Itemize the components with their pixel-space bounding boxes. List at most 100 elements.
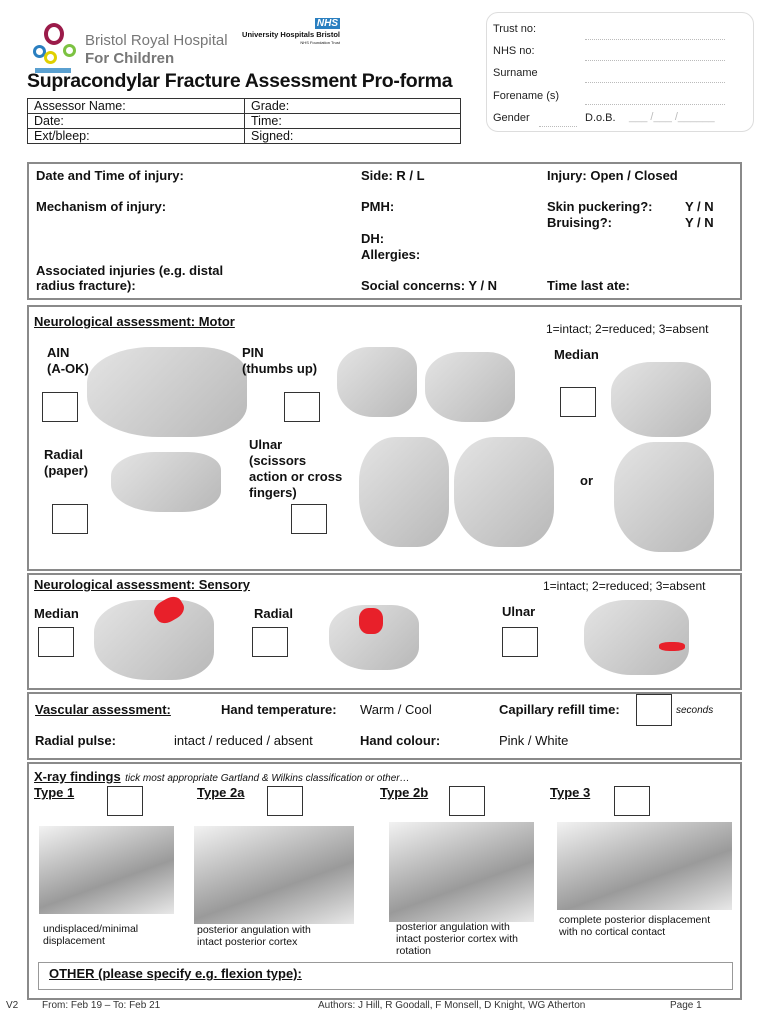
- xray-types-3-desc: complete posterior displacement with no …: [559, 914, 711, 938]
- assessor-table: Assessor Name:Grade: Date:Time: Ext/blee…: [27, 98, 461, 144]
- injury-skin: Skin puckering?:: [547, 199, 653, 214]
- patient-surname: Surname: [493, 67, 538, 79]
- radial-paper-hand-image: [111, 452, 221, 512]
- footer-dates: From: Feb 19 – To: Feb 21: [42, 1000, 161, 1011]
- median-sensory-score-box[interactable]: [38, 627, 74, 657]
- injury-side: Side: R / L: [361, 168, 425, 183]
- median-fist-image: [611, 362, 711, 437]
- median-motor-score-box[interactable]: [560, 387, 596, 417]
- ulnar-cross-fingers-hand-image: [454, 437, 554, 547]
- vascular-radial_opts: intact / reduced / absent: [174, 733, 313, 748]
- motor-median: Median: [554, 347, 599, 362]
- sensory-ulnar: Ulnar: [502, 604, 536, 619]
- xray-findings-section: X-ray findings tick most appropriate Gar…: [27, 762, 742, 1000]
- radial-sensory-area: [359, 608, 383, 634]
- vascular-hand_temp_opts: Warm / Cool: [360, 702, 432, 717]
- motor-ulnar2: (scissors: [249, 453, 307, 468]
- sensory-radial: Radial: [254, 606, 294, 621]
- xray-subtitle: tick most appropriate Gartland & Wilkins…: [125, 773, 410, 784]
- patient-trust_no: Trust no:: [493, 23, 536, 35]
- vascular-hand_temp: Hand temperature:: [221, 702, 337, 717]
- injury-bruising: Bruising?:: [547, 215, 612, 230]
- header-hospital_line2: For Children: [85, 50, 175, 67]
- vascular-title: Vascular assessment:: [35, 702, 171, 717]
- type-2a-checkbox[interactable]: [267, 786, 303, 816]
- header-nhs_badge: NHS: [314, 18, 340, 29]
- motor-assessment-section: Neurological assessment: Motor 1=intact;…: [27, 305, 742, 571]
- motor-ain1: AIN: [47, 345, 70, 360]
- capillary-refill-input[interactable]: [636, 694, 672, 726]
- pin-hand-image-2: [425, 352, 515, 422]
- motor-scale: 1=intact; 2=reduced; 3=absent: [546, 322, 709, 336]
- assessor-time[interactable]: Time:: [244, 113, 461, 129]
- ulnar-scissors-hand-image: [359, 437, 449, 547]
- header-hospital_line1: Bristol Royal Hospital: [85, 32, 228, 49]
- injury-date_time: Date and Time of injury:: [36, 168, 184, 183]
- assessor-date[interactable]: Date:: [27, 113, 245, 129]
- ain-hand-image: [87, 347, 247, 437]
- assessor-name[interactable]: Assessor Name:: [27, 98, 245, 114]
- radial-motor-score-box[interactable]: [52, 504, 88, 534]
- xray-types-0-label: Type 1: [34, 785, 75, 800]
- type-3-xray-image: [557, 822, 732, 910]
- sensory-median: Median: [34, 606, 79, 621]
- injury-section: Date and Time of injury: Side: R / L Inj…: [27, 162, 742, 300]
- ulnar-motor-score-box[interactable]: [291, 504, 327, 534]
- injury-last_ate: Time last ate:: [547, 278, 630, 293]
- type-2a-xray-image: [194, 826, 354, 924]
- vascular-hand_colour: Hand colour:: [360, 733, 441, 748]
- other-input-box[interactable]: OTHER (please specify e.g. flexion type)…: [38, 962, 733, 990]
- patient-details-box: Trust no: NHS no: Surname Forename (s) G…: [486, 12, 754, 132]
- sensory-scale: 1=intact; 2=reduced; 3=absent: [543, 579, 706, 593]
- patient-forenames: Forename (s): [493, 90, 560, 102]
- assessor-ext[interactable]: Ext/bleep:: [27, 128, 245, 144]
- type-1-checkbox[interactable]: [107, 786, 143, 816]
- injury-pmh: PMH:: [361, 199, 395, 214]
- assessor-grade[interactable]: Grade:: [244, 98, 461, 114]
- patient-gender: Gender: [493, 112, 530, 124]
- motor-radial1: Radial: [44, 447, 84, 462]
- assessor-signed[interactable]: Signed:: [244, 128, 461, 144]
- footer-version: V2: [6, 1000, 19, 1011]
- xray-types-3-label: Type 3: [550, 785, 591, 800]
- motor-ulnar3: action or cross: [249, 469, 343, 484]
- ain-score-box[interactable]: [42, 392, 78, 422]
- injury-mechanism: Mechanism of injury:: [36, 199, 167, 214]
- motor-title: Neurological assessment: Motor: [34, 314, 235, 329]
- injury-dh: DH:: [361, 231, 385, 246]
- motor-or: or: [580, 473, 593, 488]
- radial-sensory-score-box[interactable]: [252, 627, 288, 657]
- type-1-xray-image: [39, 826, 174, 914]
- injury-allergies: Allergies:: [361, 247, 421, 262]
- injury-associated1: Associated injuries (e.g. distal: [36, 263, 224, 278]
- motor-pin1: PIN: [242, 345, 264, 360]
- type-2b-checkbox[interactable]: [449, 786, 485, 816]
- injury-open_closed: Injury: Open / Closed: [547, 168, 678, 183]
- footer-authors: Authors: J Hill, R Goodall, F Monsell, D…: [318, 1000, 586, 1011]
- vascular-seconds: seconds: [676, 705, 714, 716]
- nhs-trust-logo: NHS University Hospitals Bristol NHS Fou…: [242, 18, 343, 48]
- footer-page: Page 1: [670, 1000, 702, 1011]
- patient-dob_sep: ___ /___ /______: [629, 111, 715, 123]
- injury-bruising_yn: Y / N: [685, 215, 714, 230]
- vascular-assessment-section: Vascular assessment: Hand temperature: W…: [27, 692, 742, 760]
- hospital-logo: Bristol Royal Hospital For Children: [30, 20, 230, 82]
- vascular-cap_refill: Capillary refill time:: [499, 702, 620, 717]
- xray-title: X-ray findings: [34, 769, 121, 784]
- header-trust_name: University Hospitals Bristol: [242, 30, 340, 39]
- motor-radial2: (paper): [44, 463, 89, 478]
- injury-skin_yn: Y / N: [685, 199, 714, 214]
- xray-types-2-label: Type 2b: [380, 785, 429, 800]
- type-3-checkbox[interactable]: [614, 786, 650, 816]
- header-trust_sub: NHS Foundation Trust: [300, 40, 340, 45]
- motor-ulnar4: fingers): [249, 485, 297, 500]
- sensory-title: Neurological assessment: Sensory: [34, 577, 251, 592]
- motor-ulnar1: Ulnar: [249, 437, 283, 452]
- ulnar-sensory-hand-image: [584, 600, 689, 675]
- xray-types-2-desc: posterior angulation with intact posteri…: [396, 921, 518, 957]
- pin-score-box[interactable]: [284, 392, 320, 422]
- ulnar-sensory-score-box[interactable]: [502, 627, 538, 657]
- injury-social: Social concerns: Y / N: [361, 278, 498, 293]
- motor-ain2: (A-OK): [47, 361, 89, 376]
